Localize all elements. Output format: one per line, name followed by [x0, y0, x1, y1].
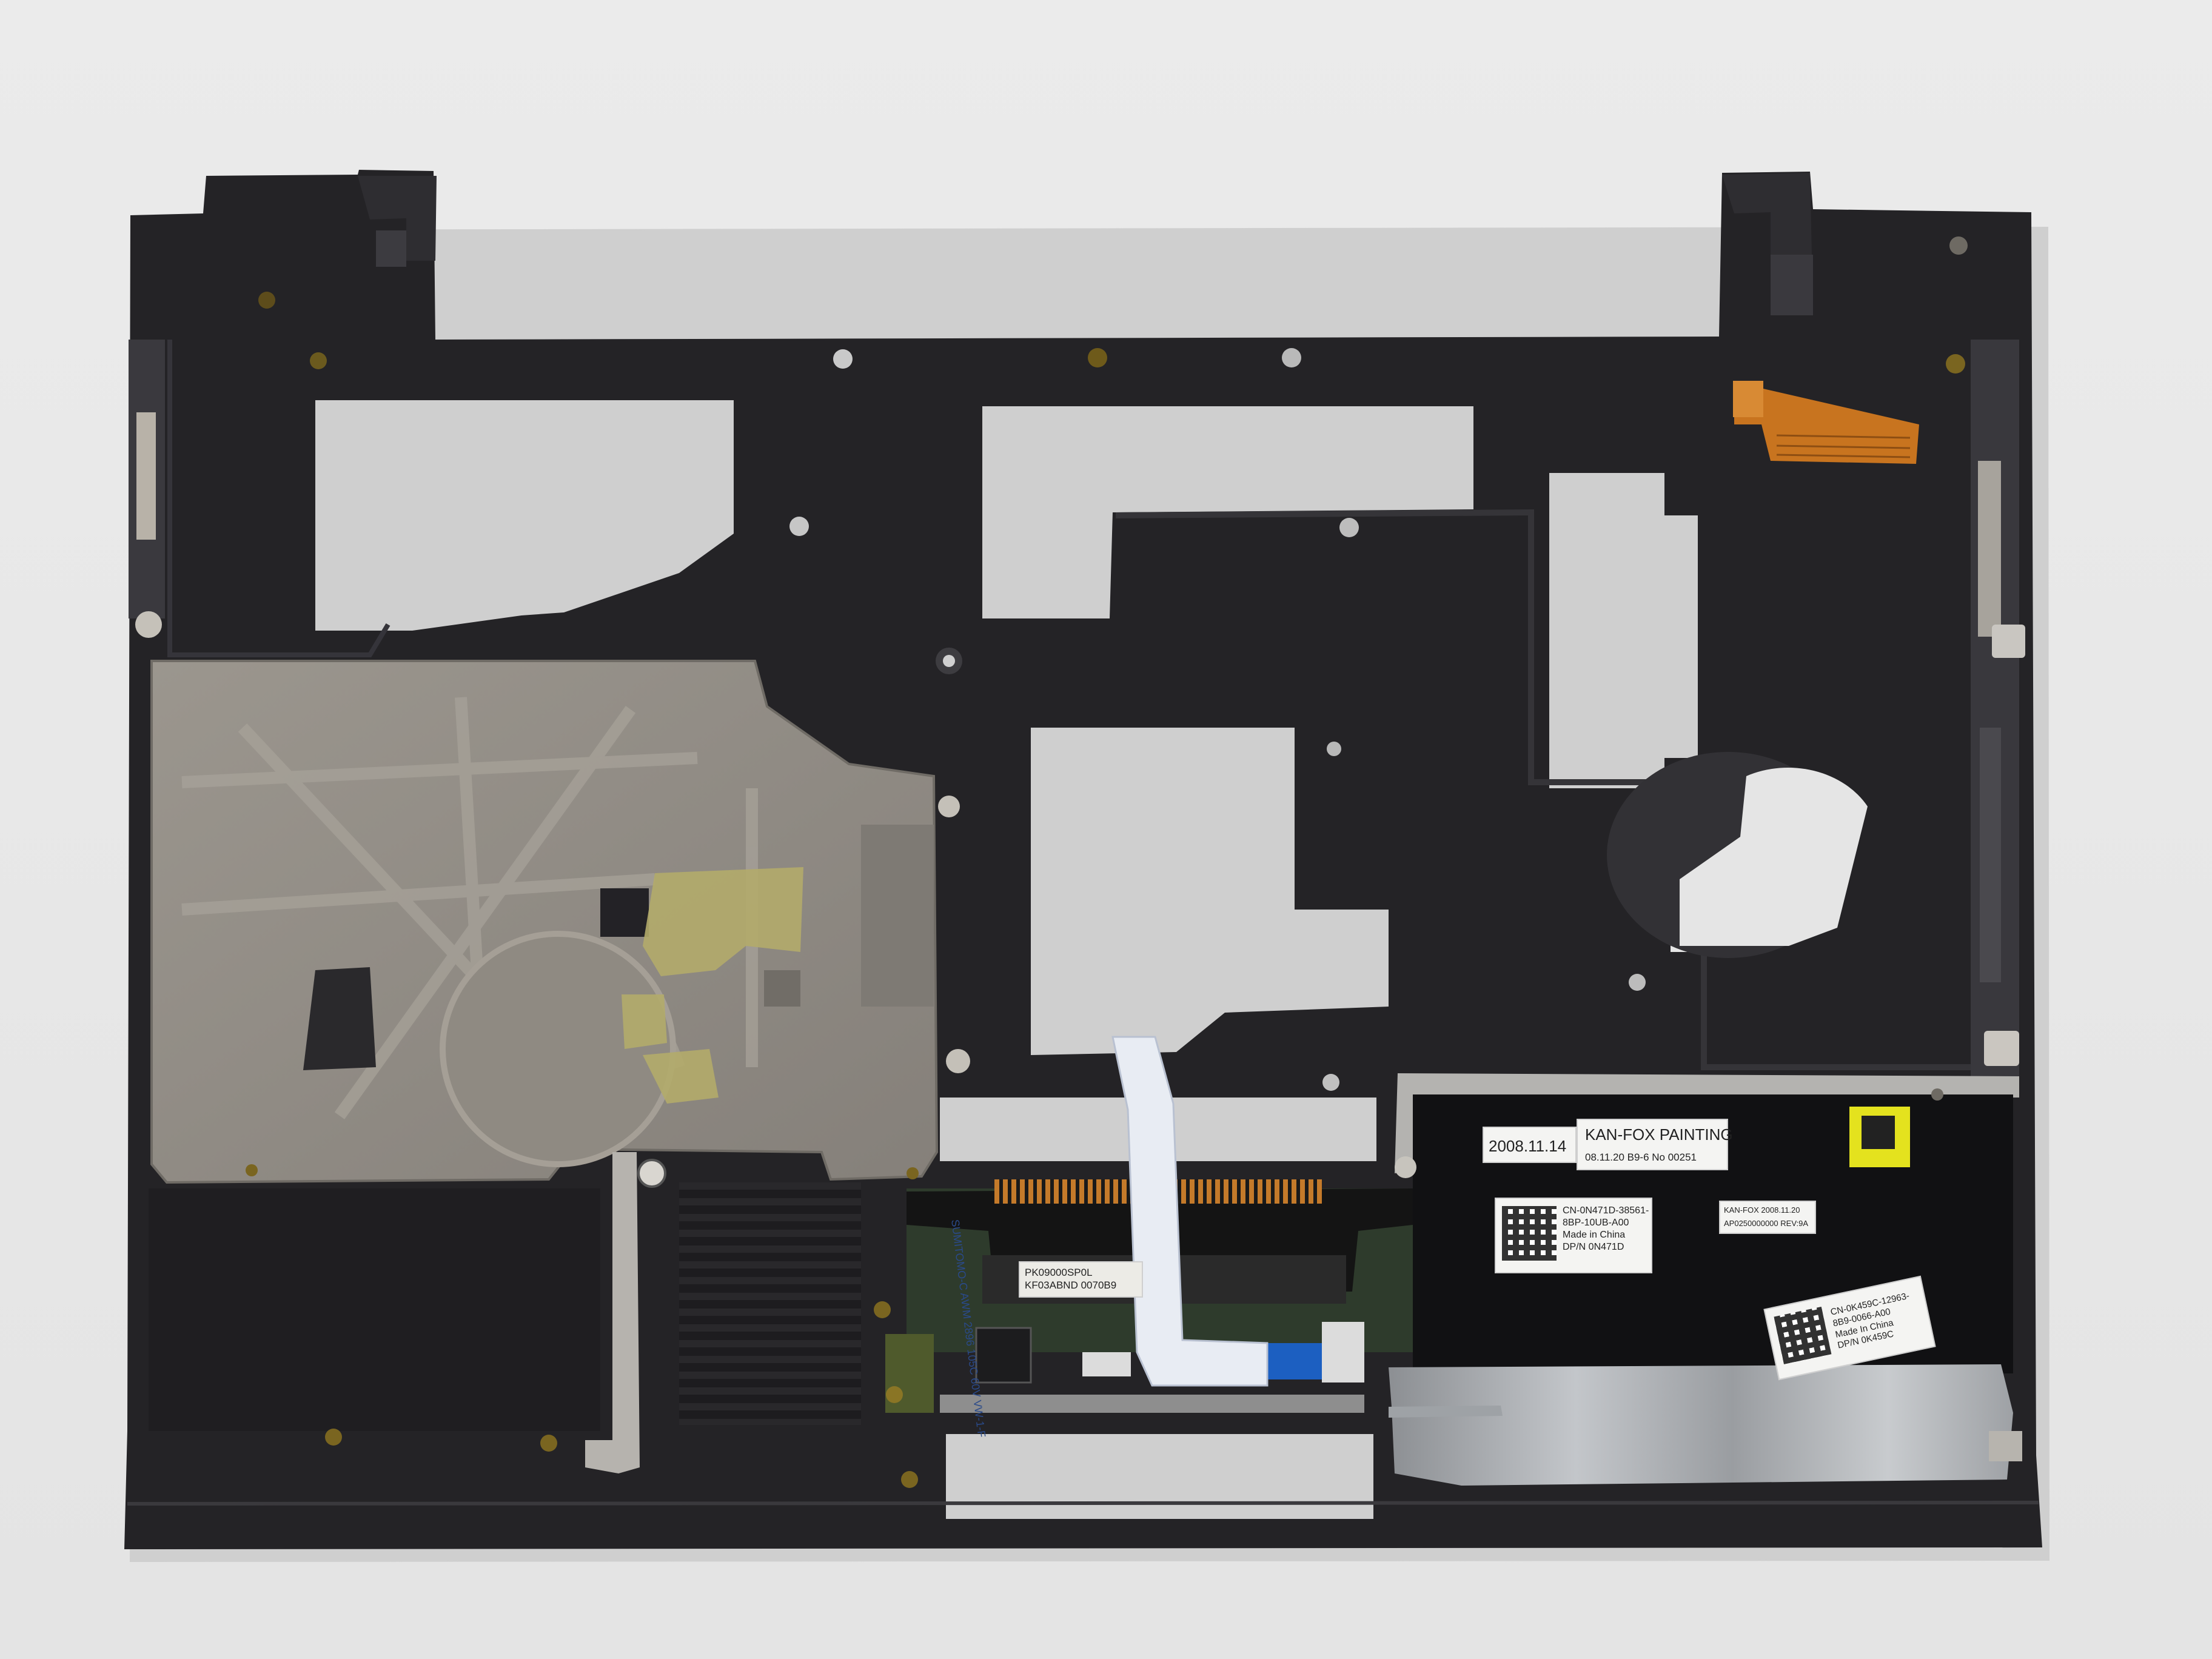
right-metal-strip	[1978, 461, 2001, 637]
frame-bottom-edge	[127, 1501, 2039, 1506]
metal-plate-bulge	[440, 931, 676, 1167]
hinge-bracket-right-slot	[1771, 255, 1813, 315]
lower-left-bay	[149, 1188, 600, 1431]
adhesive-residue	[622, 867, 803, 1104]
left-inner-rib	[167, 340, 390, 657]
pcb-metal-bar	[940, 1395, 1364, 1413]
part-number-label: CN-0N471D-38561- 8BP-10UB-A00 Made in Ch…	[1495, 1198, 1652, 1273]
foil-shield	[1389, 1364, 2013, 1486]
left-side-latch	[136, 412, 156, 540]
painting-label: KAN-FOX PAINTING 08.11.20 B9-6 No 00251	[1577, 1119, 1733, 1170]
part-number-line2: 8BP-10UB-A00	[1563, 1218, 1629, 1228]
kanfox-small-line2: AP0250000000 REV:9A	[1724, 1219, 1809, 1228]
part-number-line1: CN-0N471D-38561-	[1563, 1205, 1649, 1216]
right-part-barcode	[1774, 1306, 1832, 1364]
kanfox-small-line1: KAN-FOX 2008.11.20	[1724, 1205, 1800, 1215]
board-sticker-line1: PK09000SP0L	[1025, 1267, 1093, 1278]
blue-tab-connector	[1322, 1322, 1364, 1382]
copper-flex-traces	[1776, 434, 1911, 458]
metal-plate-clip	[764, 970, 800, 1007]
part-number-line4: DP/N 0N471D	[1563, 1242, 1624, 1252]
pcb-chip	[975, 1327, 1032, 1384]
yellow-qr-code	[1862, 1116, 1895, 1149]
metal-plate-hole	[303, 967, 376, 1070]
copper-flex-tab	[1733, 381, 1763, 417]
hinge-bracket-left-slot	[376, 230, 406, 267]
part-number-line3: Made in China	[1563, 1230, 1626, 1240]
foil-right-clip	[1989, 1431, 2022, 1461]
right-clip-lower	[1984, 1031, 2019, 1066]
foil-edge-tab	[1389, 1406, 1503, 1418]
date-stamp-label: 2008.11.14	[1483, 1127, 1577, 1163]
part-number-barcode	[1502, 1206, 1557, 1261]
hinge-bracket-right	[1722, 173, 1812, 255]
right-bracket-strip	[1980, 728, 2001, 982]
kanfox-small-label: KAN-FOX 2008.11.20 AP0250000000 REV:9A	[1719, 1201, 1816, 1234]
round-speaker-opening	[1680, 767, 1868, 946]
touchpad-bracket	[1395, 1073, 2019, 1173]
inner-rib	[1115, 509, 1977, 1070]
lower-left-bracket	[585, 1152, 640, 1473]
bracket-screw	[637, 1159, 666, 1188]
vent-slats	[679, 1182, 861, 1425]
date-stamp-text: 2008.11.14	[1489, 1137, 1567, 1155]
hinge-bracket-left	[358, 176, 437, 261]
right-clip-upper	[1992, 625, 2025, 658]
frame-bosses	[135, 236, 1968, 1488]
painting-code: 08.11.20 B9-6 No 00251	[1585, 1151, 1697, 1163]
board-sticker-label: PK09000SP0L KF03ABND 0070B9	[1019, 1261, 1143, 1298]
board-sticker-line2: KF03ABND 0070B9	[1025, 1279, 1117, 1292]
metal-plate-window	[600, 888, 649, 937]
touchpad-screw	[1395, 1156, 1416, 1178]
white-flex-cable	[1111, 1036, 1269, 1387]
copper-flex-cable	[1734, 382, 1919, 464]
pcb-small-connector	[1082, 1352, 1131, 1376]
painting-title: KAN-FOX PAINTING	[1585, 1125, 1733, 1144]
metal-plate-tab	[861, 825, 934, 1007]
